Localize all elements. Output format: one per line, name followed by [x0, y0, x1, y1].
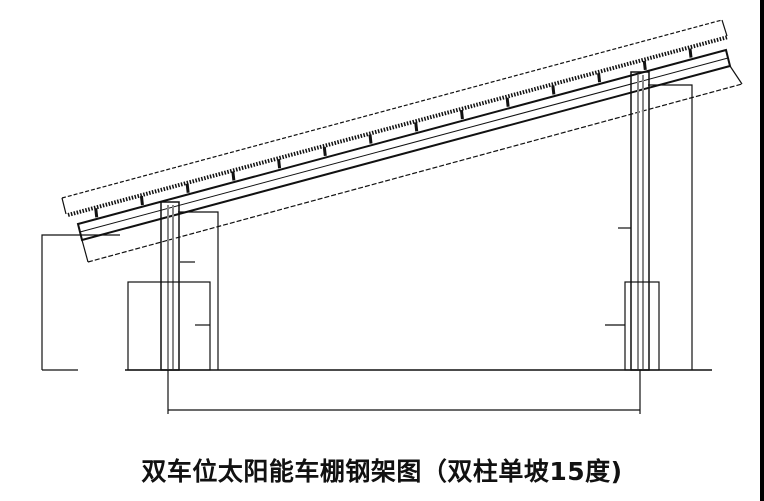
purlin-clip — [597, 73, 602, 83]
right-border — [760, 0, 764, 501]
purlin-clip — [277, 159, 282, 169]
purlin-clip — [414, 122, 419, 132]
beam-dimension-end-left — [81, 239, 89, 263]
purlin-clip — [139, 195, 144, 206]
purlin-clip — [185, 183, 190, 193]
solar-panel-strip — [67, 35, 729, 217]
purlin-clip — [688, 48, 693, 58]
panel-dimension-end-left — [61, 197, 67, 215]
beam-inner-edge — [79, 57, 729, 233]
purlin-clip — [368, 134, 373, 144]
right-column-dimension — [648, 84, 693, 370]
purlin-clip — [642, 60, 647, 71]
right-column — [630, 71, 650, 371]
panel-dimension-line — [61, 19, 723, 199]
beam-length-dimension-line — [87, 83, 743, 263]
beam-dimension-end-right — [729, 65, 743, 85]
panel-dimension-end-right — [721, 19, 728, 37]
purlin-clip — [94, 208, 99, 218]
purlin-clip — [231, 171, 236, 181]
purlin-clip — [322, 146, 327, 157]
purlin-clip — [551, 85, 556, 95]
left-column — [160, 201, 180, 371]
left-height-dimension — [41, 234, 120, 370]
purlin-clips — [94, 48, 693, 218]
left-column-dimension — [178, 211, 219, 370]
purlin-clip — [459, 109, 464, 120]
drawing-caption: 双车位太阳能车棚钢架图（双柱单坡15度) — [141, 457, 623, 486]
purlin-clip — [505, 97, 510, 107]
